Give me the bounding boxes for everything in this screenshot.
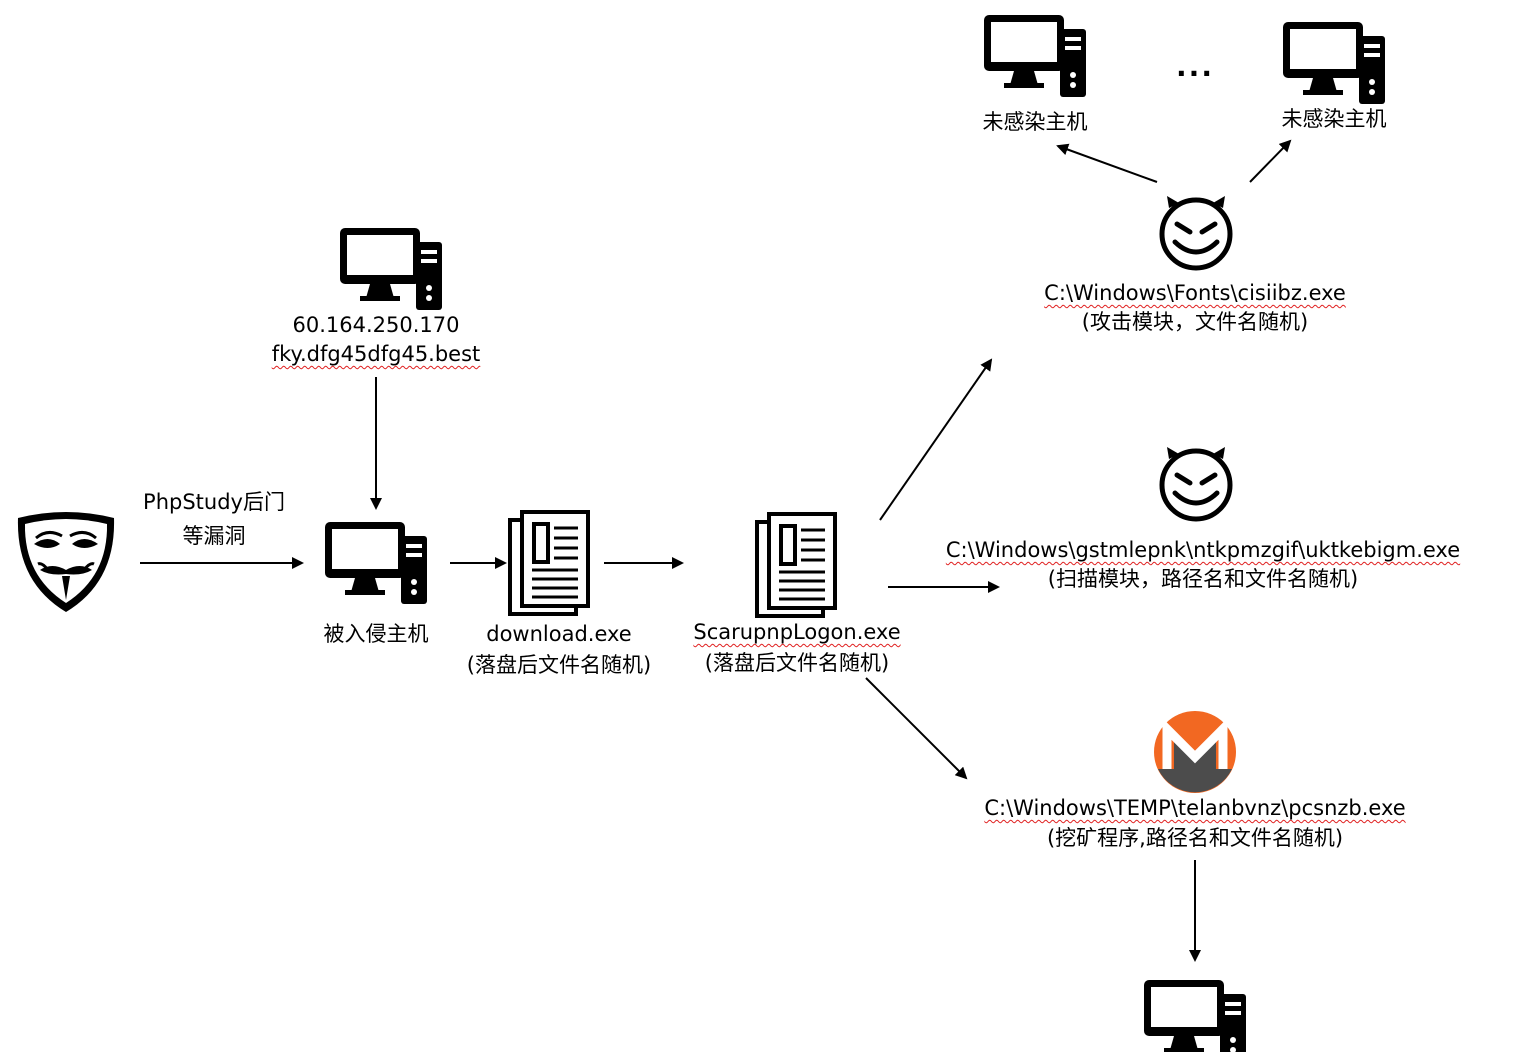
uninfected-computer-icon-1 [984, 15, 1086, 97]
scan-module-path-label: C:\Windows\gstmlepnk\ntkpmzgif\uktkebigm… [945, 538, 1461, 562]
attack-vector-label-2: 等漏洞 [182, 524, 246, 548]
c2-server-computer-icon [340, 228, 442, 310]
more-hosts-ellipsis: ... [1176, 50, 1214, 83]
edge-loader-to-attack [879, 358, 993, 521]
attack-module-devil-icon [1162, 196, 1230, 268]
anonymous-mask-icon [17, 512, 115, 612]
loader-document-icon [755, 512, 837, 618]
edge-loader-to-miner [865, 677, 968, 780]
uninfected-computer-icon-2 [1283, 22, 1385, 104]
uninfected-label-2: 未感染主机 [1281, 107, 1387, 131]
mining-computer-icon [1144, 980, 1246, 1052]
download-name-label: download.exe [486, 622, 632, 646]
c2-domain-label: fky.dfg45dfg45.best [271, 342, 481, 366]
attack-module-note-label: (攻击模块，文件名随机) [1081, 310, 1309, 334]
attack-module-path-label: C:\Windows\Fonts\cisiibz.exe [1044, 281, 1346, 305]
monero-logo-icon [1154, 711, 1236, 793]
c2-ip-label: 60.164.250.170 [292, 313, 460, 337]
loader-note-label: (落盘后文件名随机) [704, 651, 890, 675]
miner-path-label: C:\Windows\TEMP\telanbvnz\pcsnzb.exe [984, 796, 1406, 820]
download-note-label: (落盘后文件名随机) [466, 653, 652, 677]
victim-computer-icon [325, 522, 427, 604]
loader-name-label: ScarupnpLogon.exe [693, 620, 901, 644]
scan-module-devil-icon [1162, 447, 1230, 519]
edge-attack-to-uninfected-2 [1249, 139, 1292, 183]
victim-label: 被入侵主机 [323, 622, 429, 646]
scan-module-note-label: (扫描模块，路径名和文件名随机) [1047, 567, 1359, 591]
miner-note-label: (挖矿程序,路径名和文件名随机) [1046, 826, 1344, 850]
uninfected-label-1: 未感染主机 [982, 110, 1088, 134]
edge-attack-to-uninfected-1 [1056, 143, 1158, 183]
attack-vector-label: PhpStudy后门 [143, 490, 285, 514]
download-document-icon [508, 510, 590, 616]
